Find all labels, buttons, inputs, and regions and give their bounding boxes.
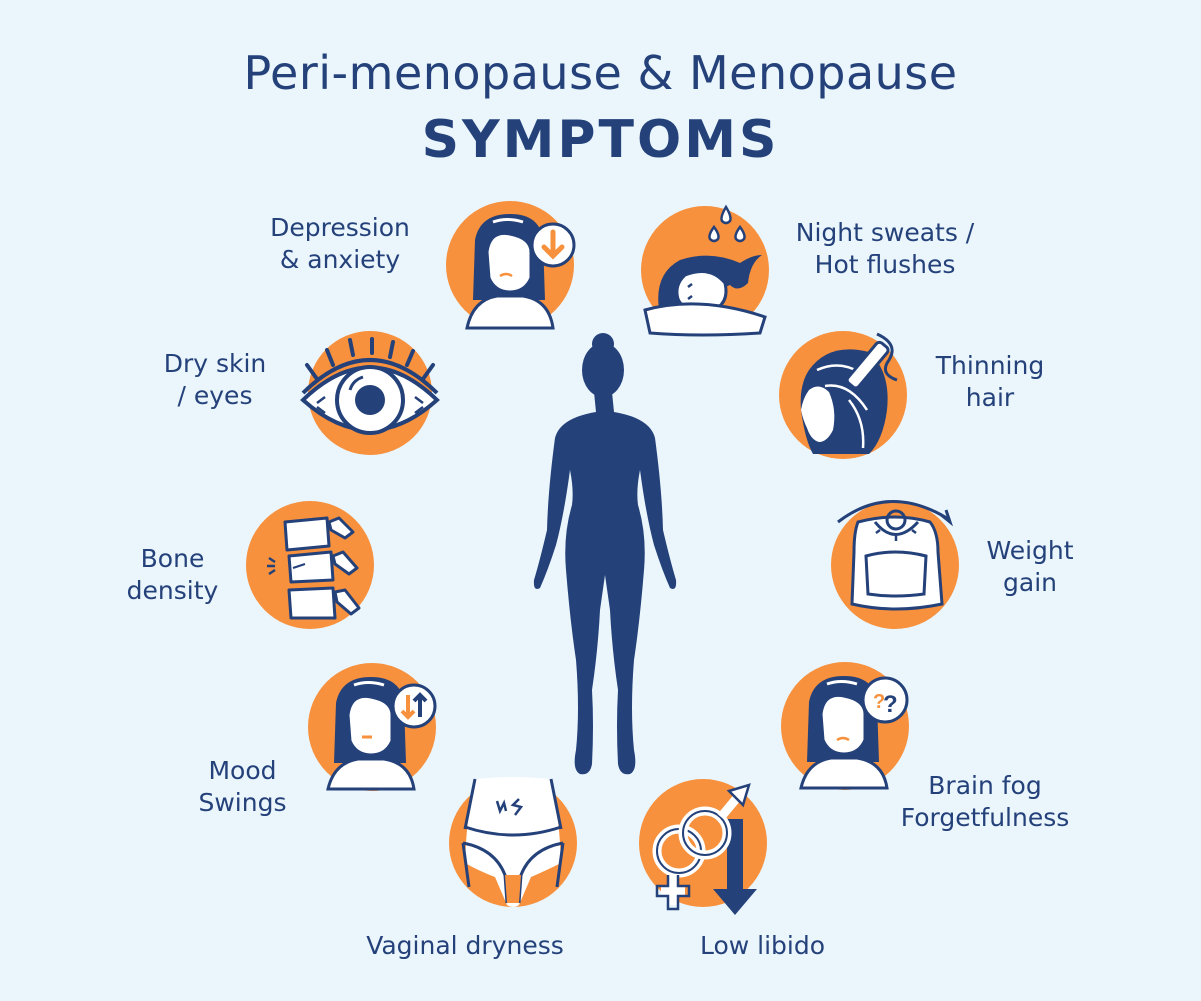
gender-symbols-down-arrow-icon	[639, 779, 767, 915]
page-subtitle: SYMPTOMS	[421, 110, 780, 170]
sad-woman-down-arrow-icon	[446, 201, 576, 330]
symptom-label-mood-swings: Mood Swings	[185, 755, 300, 819]
label-line: Depression	[270, 213, 410, 242]
symptom-label-low-libido: Low libido	[680, 930, 845, 962]
symptom-label-depression: Depression & anxiety	[250, 212, 430, 276]
female-silhouette-icon	[533, 333, 677, 775]
symptom-label-dry-skin: Dry skin / eyes	[140, 348, 290, 412]
label-line: Weight	[986, 536, 1074, 565]
label-line: Forgetfulness	[900, 803, 1070, 832]
sleeping-sweat-drops-icon	[641, 204, 769, 337]
label-line: hair	[965, 383, 1015, 412]
symptom-label-bone-density: Bone density	[110, 543, 235, 607]
label-line: Dry skin	[163, 349, 267, 378]
label-line: Night sweats /	[795, 218, 975, 247]
underwear-icon	[449, 777, 577, 907]
svg-text:?: ?	[873, 691, 885, 713]
spine-vertebrae-icon	[246, 501, 374, 629]
label-line: Bone	[140, 544, 205, 573]
label-line: Thinning	[935, 351, 1045, 380]
label-line: gain	[1003, 568, 1057, 597]
label-line: Swings	[198, 788, 287, 817]
svg-text:?: ?	[883, 691, 898, 718]
hair-comb-icon	[779, 331, 907, 459]
symptom-label-brain-fog: Brain fog Forgetfulness	[900, 770, 1070, 834]
label-line: Brain fog	[928, 771, 1042, 800]
eye-icon	[300, 331, 440, 455]
label-line: density	[126, 576, 219, 605]
label-line: Mood	[208, 756, 277, 785]
woman-up-down-arrows-icon	[308, 663, 437, 791]
label-line: & anxiety	[279, 245, 401, 274]
label-line: Hot flushes	[814, 250, 956, 279]
symptom-label-night-sweats: Night sweats / Hot flushes	[780, 217, 990, 281]
woman-question-mark-icon: ? ?	[781, 662, 909, 790]
symptom-label-thinning-hair: Thinning hair	[920, 350, 1060, 414]
symptom-label-vaginal-dryness: Vaginal dryness	[340, 930, 590, 962]
label-line: / eyes	[177, 381, 253, 410]
scale-icon	[831, 500, 959, 629]
symptom-label-weight-gain: Weight gain	[975, 535, 1085, 599]
page-title: Peri-menopause & Menopause	[243, 46, 958, 100]
label-line: Low libido	[699, 931, 826, 960]
label-line: Vaginal dryness	[366, 931, 564, 960]
